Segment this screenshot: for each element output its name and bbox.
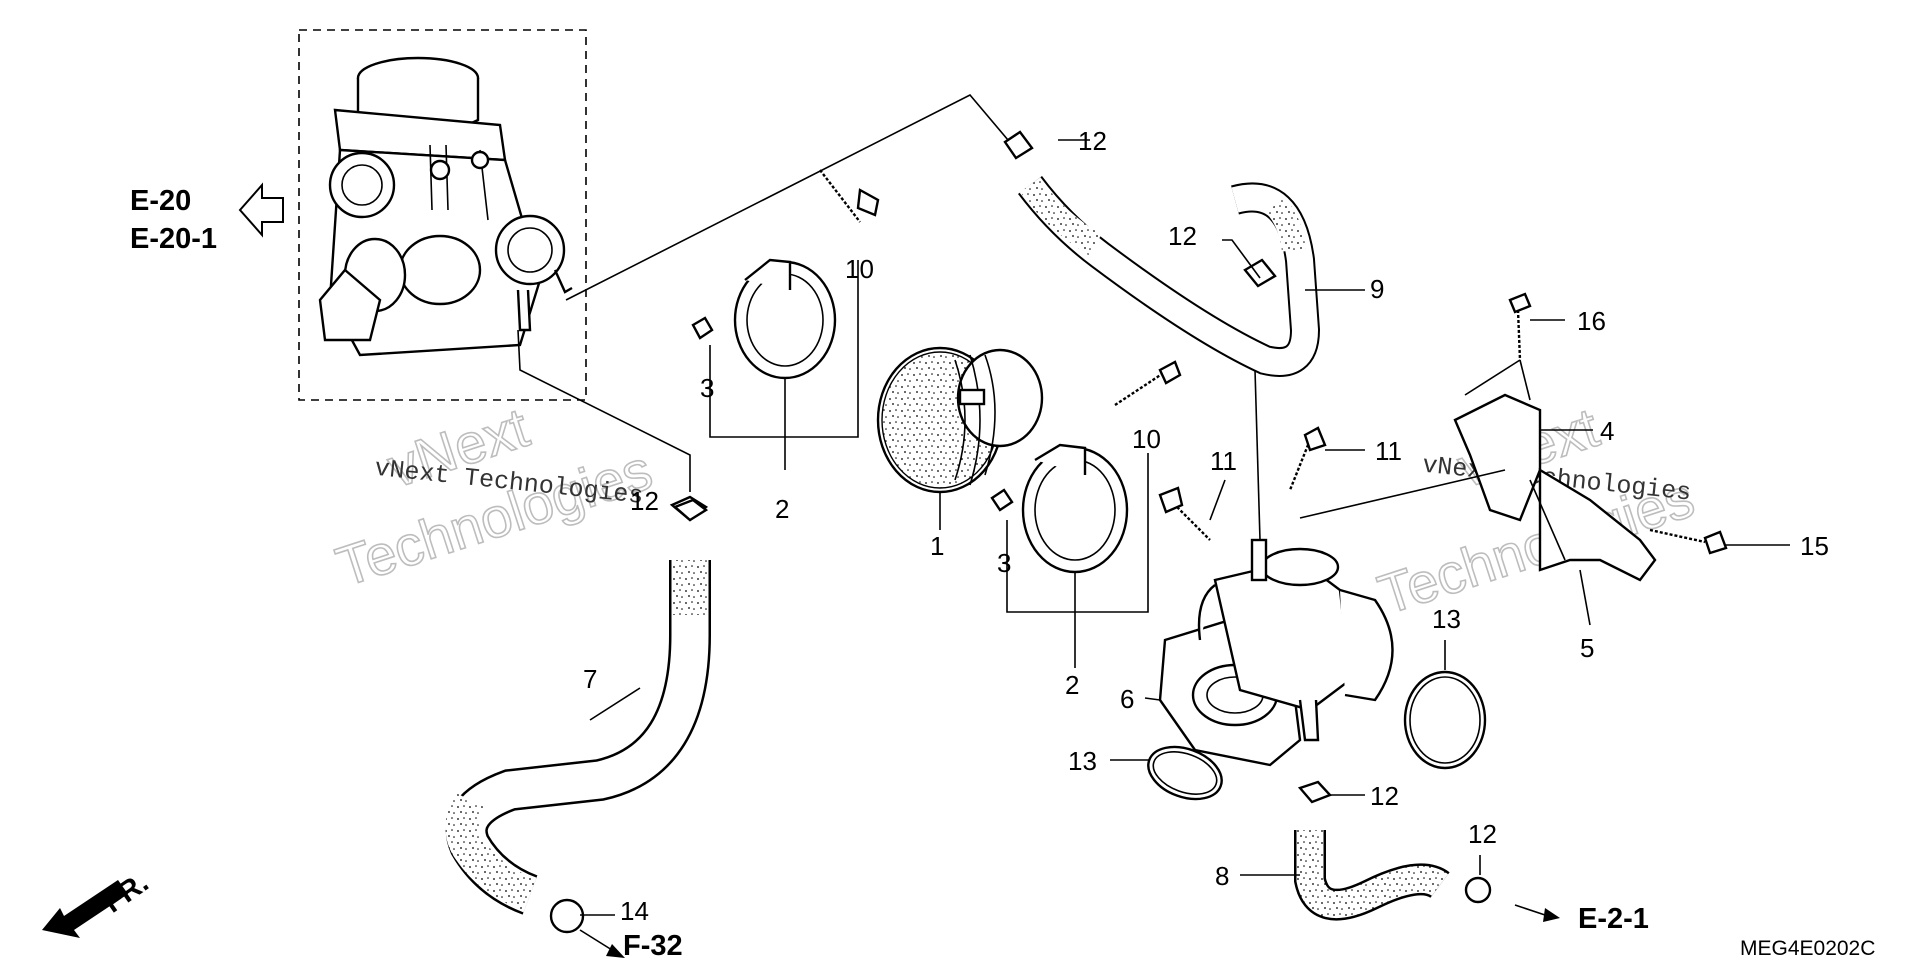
hose-lower-center [1294,780,1492,921]
clamp-12-left [672,498,709,522]
clamp-right [990,360,1182,574]
callout-12-top: 12 [1078,126,1107,156]
callout-8: 8 [1215,861,1229,891]
callout-11-left: 11 [1210,446,1237,476]
callout-13-left: 13 [1068,746,1097,776]
carburetor-assembly [298,29,587,401]
callout-15: 15 [1800,531,1829,561]
callout-7: 7 [583,664,597,694]
callout-12-manifold: 12 [1370,781,1399,811]
callout-1: 1 [930,531,944,561]
callout-11-right: 11 [1375,436,1402,466]
drain-line-leader [517,329,691,492]
insulator-boot [876,346,1044,494]
reference-arrow-e20 [238,182,284,238]
front-label: FR. [98,866,155,919]
callout-9: 9 [1370,274,1384,304]
hose-lower-left [445,495,711,934]
clamp-left [691,169,880,380]
callout-2-left: 2 [775,494,789,524]
callout-10-right: 10 [1132,424,1161,454]
reference-f32: F-32 [623,930,683,959]
carburetor-dashed-frame [298,29,587,401]
bracket [1453,292,1728,582]
callout-10-left: 10 [845,254,874,284]
callout-5: 5 [1580,633,1594,663]
callout-16: 16 [1577,306,1606,336]
hose-upper [1003,130,1321,377]
callout-14: 14 [620,896,649,926]
reference-e20-1: E-20-1 [130,223,217,255]
intake-manifold [1158,538,1394,767]
o-ring-right [1403,670,1487,770]
reference-e20: E-20 [130,185,191,217]
vacuum-line-leader [565,94,1009,301]
callout-4: 4 [1600,416,1614,446]
callout-12-carb: 12 [630,486,659,516]
callout-12-hose: 12 [1168,221,1197,251]
reference-e2-1: E-2-1 [1578,903,1649,935]
callout-6: 6 [1120,684,1134,714]
diagram-code: MEG4E0202C [1740,937,1875,959]
callout-13-right: 13 [1432,604,1461,634]
bolt-11-right [1288,426,1327,491]
callout-2-right: 2 [1065,670,1079,700]
callout-3-right: 3 [997,548,1011,578]
callout-3-left: 3 [700,373,714,403]
callout-12-lower: 12 [1468,819,1497,849]
watermark-left: vNext Technologies vNext Technologies [328,394,660,599]
front-direction-arrow: FR. [42,866,155,938]
bolt-11-left [1158,486,1211,541]
